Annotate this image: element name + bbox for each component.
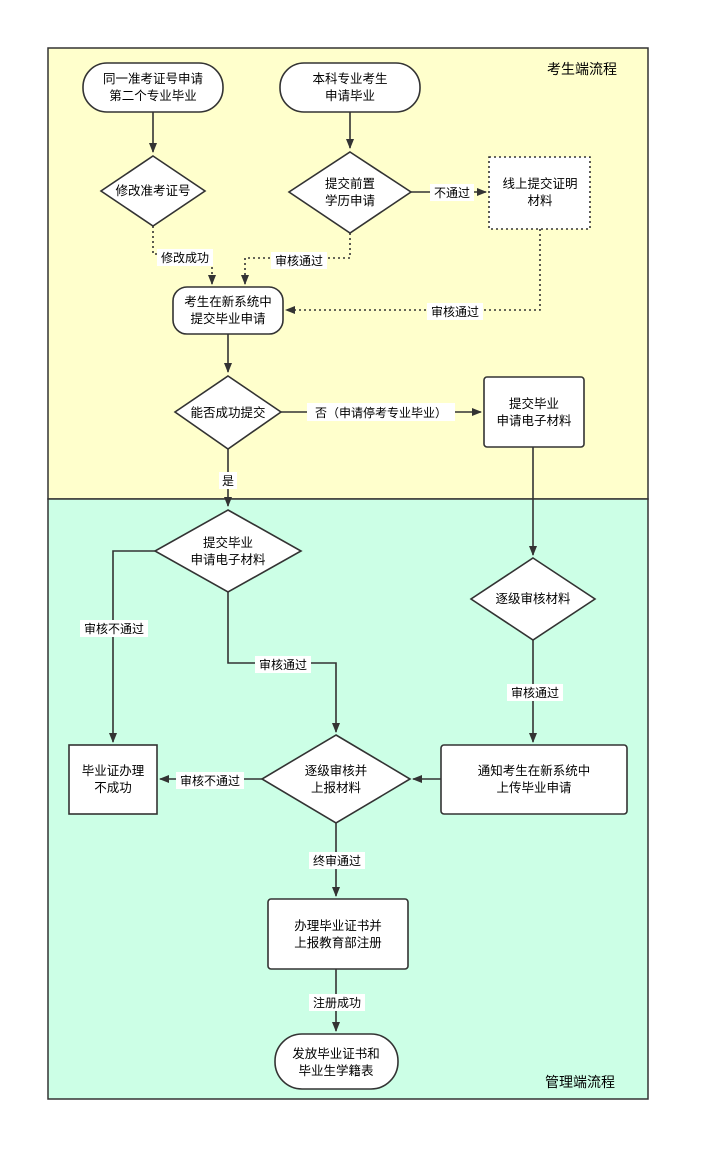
node-n4 (287, 151, 413, 234)
node-n14 (267, 898, 409, 970)
node-n15-line1: 发放毕业证书和 (292, 1046, 380, 1061)
node-n1-line2: 第二个专业毕业 (109, 88, 197, 103)
node-n8 (483, 376, 585, 448)
node-n13 (440, 744, 628, 815)
node-n8-line2: 申请电子材料 (496, 413, 572, 428)
node-n4-line2: 学历申请 (325, 193, 375, 208)
node-n13-line1: 通知考生在新系统中 (478, 763, 591, 778)
node-n5-line2: 材料 (527, 193, 553, 208)
node-n12-line2: 上报材料 (311, 780, 362, 795)
node-n4-line1: 提交前置 (325, 176, 375, 191)
edge-label-review-pass-4: 审核通过 (511, 685, 559, 700)
node-n15-line2: 毕业生学籍表 (298, 1063, 374, 1078)
edge-label-review-fail-1: 审核不通过 (84, 621, 144, 636)
node-n9-line2: 申请电子材料 (190, 552, 266, 567)
edge-label-reg-ok: 注册成功 (313, 995, 361, 1010)
node-n10-line1: 逐级审核材料 (495, 591, 571, 606)
edge-n5-n6 (285, 229, 541, 314)
edge-n3-n6 (152, 226, 216, 285)
node-n2 (279, 62, 421, 113)
node-n3-line1: 修改准考证号 (115, 183, 190, 198)
node-n7 (173, 375, 283, 450)
candidate-lane-label: 考生端流程 (547, 62, 617, 78)
node-n7-line1: 能否成功提交 (190, 405, 265, 420)
edge-label-modify-ok: 修改成功 (161, 250, 209, 265)
node-n6-line1: 考生在新系统中 (184, 294, 272, 309)
node-n12 (260, 734, 412, 824)
edge-label-final-pass: 终审通过 (313, 853, 361, 868)
node-n8-line1: 提交毕业 (509, 396, 559, 411)
node-n3 (99, 155, 207, 227)
edge-label-yes: 是 (222, 474, 234, 488)
edge-label-review-pass-2: 审核通过 (431, 304, 479, 319)
node-n5 (488, 156, 591, 230)
admin-lane-label: 管理端流程 (545, 1075, 615, 1091)
edge-label-fail: 不通过 (434, 186, 470, 200)
node-n11-line1: 毕业证办理 (82, 763, 145, 778)
node-n1 (82, 62, 224, 113)
node-n5-line1: 线上提交证明 (502, 176, 577, 191)
node-n11-line2: 不成功 (94, 780, 132, 795)
node-n2-line2: 申请毕业 (325, 88, 375, 103)
node-n1-line1: 同一准考证号申请 (103, 71, 203, 86)
node-n14-line1: 办理毕业证书并 (294, 918, 382, 933)
node-n15 (274, 1033, 399, 1090)
node-n13-line2: 上传毕业申请 (496, 780, 571, 795)
node-n6 (172, 286, 284, 335)
edge-label-review-fail-2: 审核不通过 (180, 773, 240, 788)
node-n11 (68, 744, 158, 815)
node-n6-line2: 提交毕业申请 (190, 311, 265, 326)
edge-label-review-pass-3: 审核通过 (259, 657, 307, 672)
edge-label-no: 否（申请停考专业毕业） (315, 405, 447, 420)
node-n2-line1: 本科专业考生 (312, 71, 387, 86)
edge-label-review-pass-1: 审核通过 (275, 253, 323, 268)
node-n12-line1: 逐级审核并 (305, 763, 368, 778)
node-n14-line2: 上报教育部注册 (294, 935, 382, 950)
node-n9 (153, 509, 303, 593)
edge-n9-n11 (109, 550, 155, 743)
node-n9-line1: 提交毕业 (203, 535, 253, 550)
node-n10 (469, 557, 597, 641)
